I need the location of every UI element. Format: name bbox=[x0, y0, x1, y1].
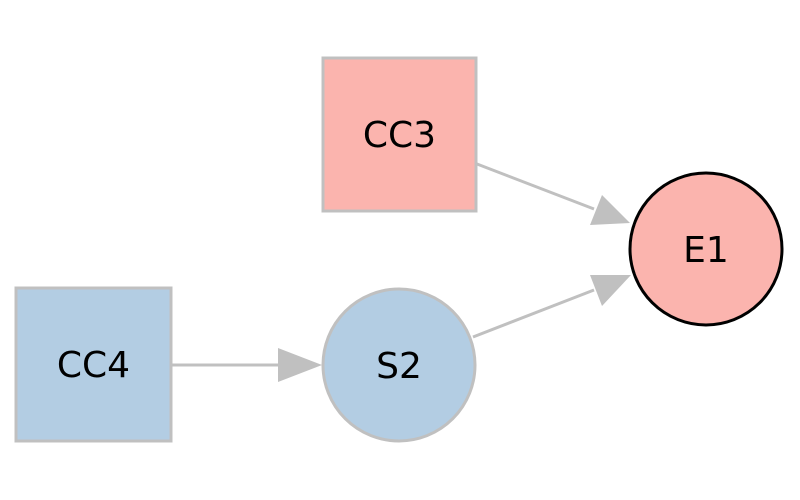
arrowhead-icon bbox=[590, 275, 631, 306]
node-label: E1 bbox=[683, 230, 729, 271]
edge-s2-e1 bbox=[472, 275, 631, 339]
node-label: CC4 bbox=[57, 345, 130, 386]
node-s2[interactable]: S2 bbox=[321, 287, 477, 443]
node-cc3[interactable]: CC3 bbox=[321, 56, 478, 213]
node-label: CC3 bbox=[363, 115, 436, 156]
node-label: S2 bbox=[376, 346, 422, 387]
node-shape bbox=[628, 171, 784, 327]
node-shape bbox=[321, 56, 478, 213]
edge-cc3-e1 bbox=[476, 162, 630, 225]
arrowhead-icon bbox=[590, 195, 630, 225]
node-e1[interactable]: E1 bbox=[628, 171, 784, 327]
edge-line bbox=[476, 162, 595, 211]
node-cc4[interactable]: CC4 bbox=[14, 286, 173, 443]
arrowhead-icon bbox=[278, 348, 322, 382]
edge-cc4-s2 bbox=[171, 348, 322, 382]
node-shape bbox=[14, 286, 173, 443]
node-shape bbox=[321, 287, 477, 443]
edge-line bbox=[472, 288, 595, 339]
